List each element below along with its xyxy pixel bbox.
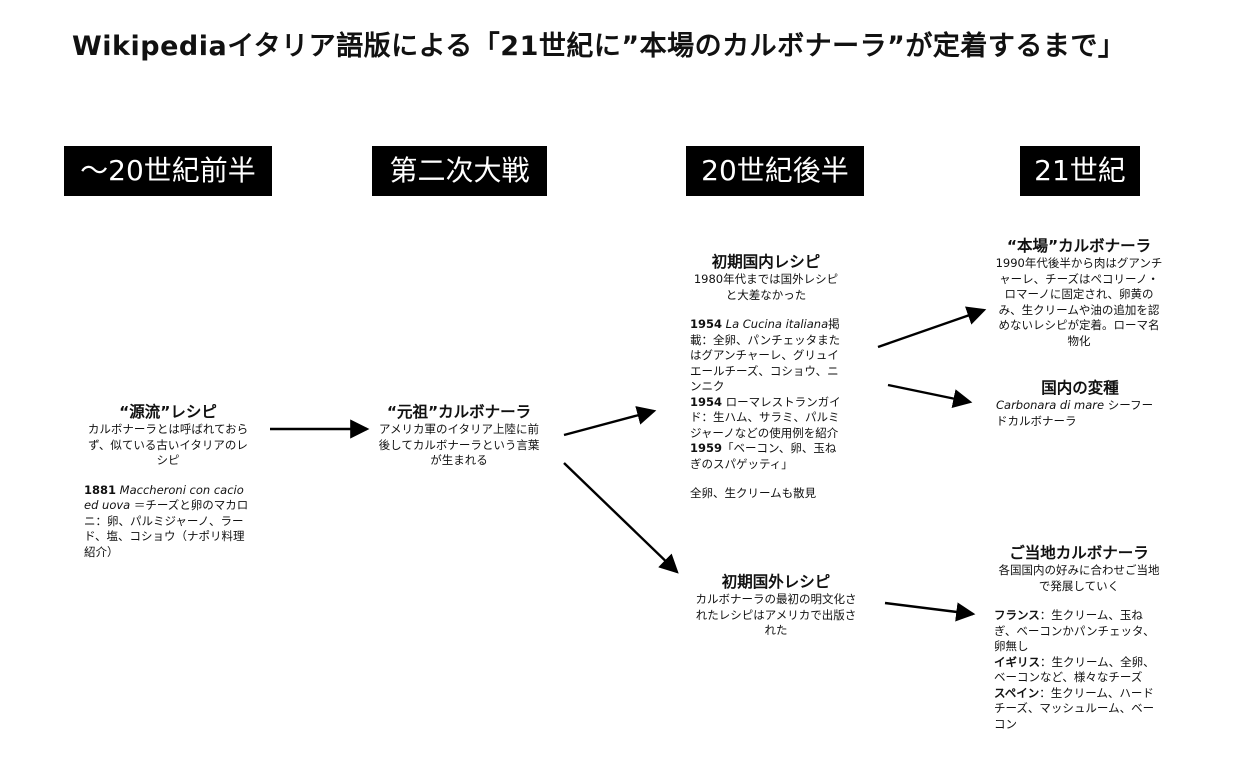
- node-heading: “元祖”カルボナーラ: [386, 403, 532, 421]
- country-item-spain: スペイン：生クリーム、ハードチーズ、マッシュルーム、ベーコン: [994, 686, 1164, 733]
- entry-text: ローマレストランガイド：生ハム、サラミ、パルミジャーノなどの使用例を紹介: [690, 394, 841, 440]
- node-description: アメリカ軍のイタリア上陸に前後してカルボナーラという言葉が生まれる: [378, 422, 540, 467]
- country-item-france: フランス：生クリーム、玉ねぎ、ベーコンかパンチェッタ、卵無し: [994, 608, 1164, 655]
- node-domestic-variant: 国内の変種 Carbonara di mare シーフードカルボナーラ: [996, 378, 1164, 429]
- history-entry: 1954 ローマレストランガイド：生ハム、サラミ、パルミジャーノなどの使用例を紹…: [690, 395, 842, 442]
- country-name: スペイン: [994, 685, 1040, 700]
- country-text: ：生クリーム、全卵、ベーコンなど、様々なチーズ: [994, 654, 1155, 685]
- node-description: 1990年代後半から肉はグアンチャーレ、チーズはペコリーノ・ロマーノに固定され、…: [995, 256, 1163, 348]
- variant-text: シーフードカルボナーラ: [996, 398, 1154, 428]
- history-entry: 1959「ベーコン、卵、玉ねぎのスパゲッティ」: [690, 441, 842, 472]
- node-heading: 国内の変種: [1041, 379, 1119, 397]
- node-heading: “源流”レシピ: [119, 403, 217, 421]
- node-description: Carbonara di mare シーフードカルボナーラ: [996, 398, 1164, 429]
- node-ancestor-carbonara: “元祖”カルボナーラ アメリカ軍のイタリア上陸に前後してカルボナーラという言葉が…: [376, 402, 542, 469]
- node-authentic-carbonara: “本場”カルボナーラ 1990年代後半から肉はグアンチャーレ、チーズはペコリーノ…: [994, 236, 1164, 349]
- arrow-ancestor-to-early-domestic: [563, 406, 657, 437]
- node-description: カルボナーラとは呼ばれておらず、似ている古いイタリアのレシピ: [87, 422, 249, 467]
- arrow-early-domestic-to-variant: [887, 383, 973, 408]
- country-text: ：生クリーム、ハードチーズ、マッシュルーム、ベーコン: [994, 685, 1155, 731]
- entry-year: 1954: [690, 317, 723, 331]
- entry-magazine-name: La Cucina italiana: [725, 317, 829, 331]
- node-heading: ご当地カルボナーラ: [1009, 544, 1149, 562]
- country-text: ：生クリーム、玉ねぎ、ベーコンかパンチェッタ、卵無し: [994, 608, 1155, 653]
- entry-year: 1959: [690, 441, 723, 455]
- entry-year: 1881: [84, 482, 117, 497]
- country-name: イギリス: [994, 654, 1040, 669]
- node-early-foreign-recipes: 初期国外レシピ カルボナーラの最初の明文化されたレシピはアメリカで出版された: [692, 572, 860, 639]
- country-item-uk: イギリス：生クリーム、全卵、ベーコンなど、様々なチーズ: [994, 655, 1164, 686]
- node-description: カルボナーラの最初の明文化されたレシピはアメリカで出版された: [695, 592, 857, 637]
- entry-year: 1954: [690, 394, 723, 409]
- history-entries: 1954 La Cucina italiana掲載：全卵、パンチェッタまたはグア…: [690, 317, 842, 502]
- arrow-early-foreign-to-local: [884, 601, 976, 622]
- era-label-21st: 21世紀: [1020, 146, 1140, 196]
- node-description: 1980年代までは国外レシピと大差なかった: [693, 272, 839, 302]
- era-label-ww2: 第二次大戦: [372, 146, 547, 196]
- entry-text: ＝チーズと卵のマカロニ：卵、パルミジャーノ、ラード、塩、コショウ（ナポリ料理紹介…: [84, 498, 249, 559]
- entry-text: 「ベーコン、卵、玉ねぎのスパゲッティ」: [690, 441, 837, 471]
- node-heading: 初期国内レシピ: [711, 253, 821, 271]
- variant-dish-name: Carbonara di mare: [996, 398, 1105, 412]
- entry-text: 掲載：全卵、パンチェッタまたはグアンチャーレ、グリュイエールチーズ、コショウ、ニ…: [690, 317, 841, 393]
- page-title: Wikipediaイタリア語版による「21世紀に”本場のカルボナーラ”が定着する…: [72, 31, 1126, 62]
- node-heading: 初期国外レシピ: [721, 573, 831, 591]
- arrow-early-domestic-to-authentic: [877, 306, 987, 349]
- country-list: フランス：生クリーム、玉ねぎ、ベーコンかパンチェッタ、卵無し イギリス：生クリー…: [994, 608, 1164, 732]
- history-entry: 1954 La Cucina italiana掲載：全卵、パンチェッタまたはグア…: [690, 317, 842, 395]
- country-name: フランス: [994, 608, 1040, 622]
- node-description: 各国国内の好みに合わせご当地で発展していく: [998, 563, 1160, 593]
- entry-dish-name: Maccheroni con cacio ed uova: [84, 482, 244, 513]
- node-early-domestic-recipes: 初期国内レシピ 1980年代までは国外レシピと大差なかった 1954 La Cu…: [690, 252, 842, 502]
- arrow-ancestor-to-early-foreign: [563, 462, 679, 574]
- entry-note: 全卵、生クリームも散見: [690, 486, 817, 500]
- node-local-carbonara: ご当地カルボナーラ 各国国内の好みに合わせご当地で発展していく フランス：生クリ…: [994, 543, 1164, 732]
- history-entry: 1881 Maccheroni con cacio ed uova ＝チーズと卵…: [84, 483, 252, 561]
- node-origin-recipe: “源流”レシピ カルボナーラとは呼ばれておらず、似ている古いイタリアのレシピ 1…: [84, 402, 252, 560]
- era-label-late-20th: 20世紀後半: [686, 146, 864, 196]
- node-heading: “本場”カルボナーラ: [1006, 237, 1152, 255]
- era-label-early-20th: 〜20世紀前半: [64, 146, 272, 196]
